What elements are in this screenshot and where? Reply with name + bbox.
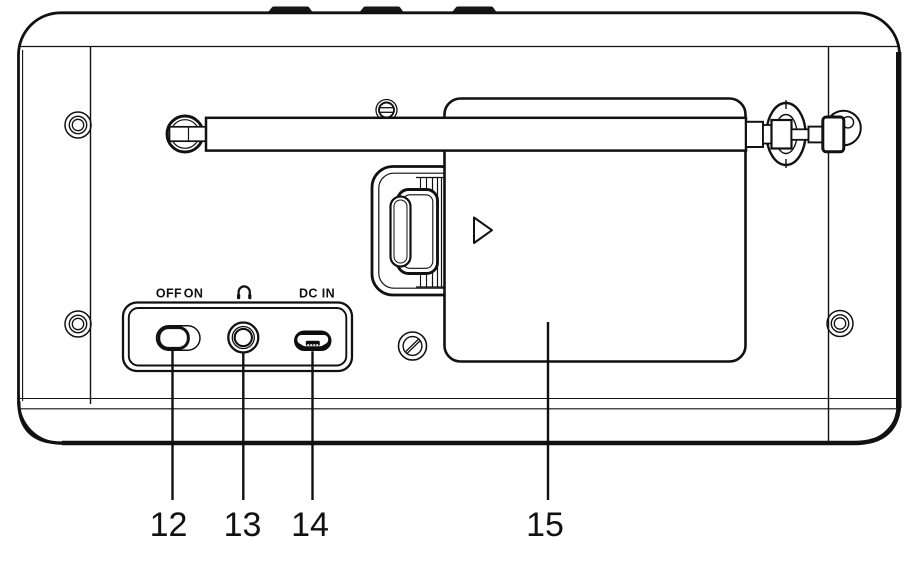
power-switch-on-label: ON [184, 287, 204, 301]
screw-center-icon [397, 331, 428, 361]
power-switch-off-label: OFF [156, 287, 182, 301]
antenna-rod [204, 116, 748, 152]
antenna-tip [821, 109, 862, 154]
antenna-collar [807, 125, 824, 144]
antenna-segment [745, 120, 764, 149]
stand-grip [389, 195, 412, 268]
headphones-icon [237, 285, 252, 300]
power-switch [155, 325, 201, 351]
antenna [165, 100, 862, 168]
callout-label-12: 12 [150, 506, 188, 544]
headphone-jack [227, 321, 260, 354]
antenna-slider-block [770, 118, 793, 150]
device-bottom-right-corner [853, 399, 902, 446]
callout-label-15: 15 [526, 506, 564, 544]
port-panel: OFF ON DC IN [121, 285, 354, 373]
battery-cover [443, 97, 747, 363]
port-panel-inner-line [127, 307, 348, 367]
corner-screws [64, 111, 854, 338]
port-panel-outline [121, 301, 354, 373]
screw-bottom-left-icon [64, 310, 92, 338]
callout-label-13: 13 [224, 506, 262, 544]
callout-lines [171, 322, 550, 500]
screw-bottom-right-icon [826, 309, 854, 338]
screw-top-left-icon [64, 111, 92, 139]
power-switch-knob [157, 326, 190, 350]
callout-label-14: 14 [291, 506, 329, 544]
dc-in-port [294, 330, 332, 351]
callout-numbers: 12 13 14 15 [150, 506, 564, 544]
dc-in-label: DC IN [299, 287, 335, 301]
power-switch-track [155, 325, 201, 351]
battery-cover-triangle-marker [473, 216, 493, 244]
